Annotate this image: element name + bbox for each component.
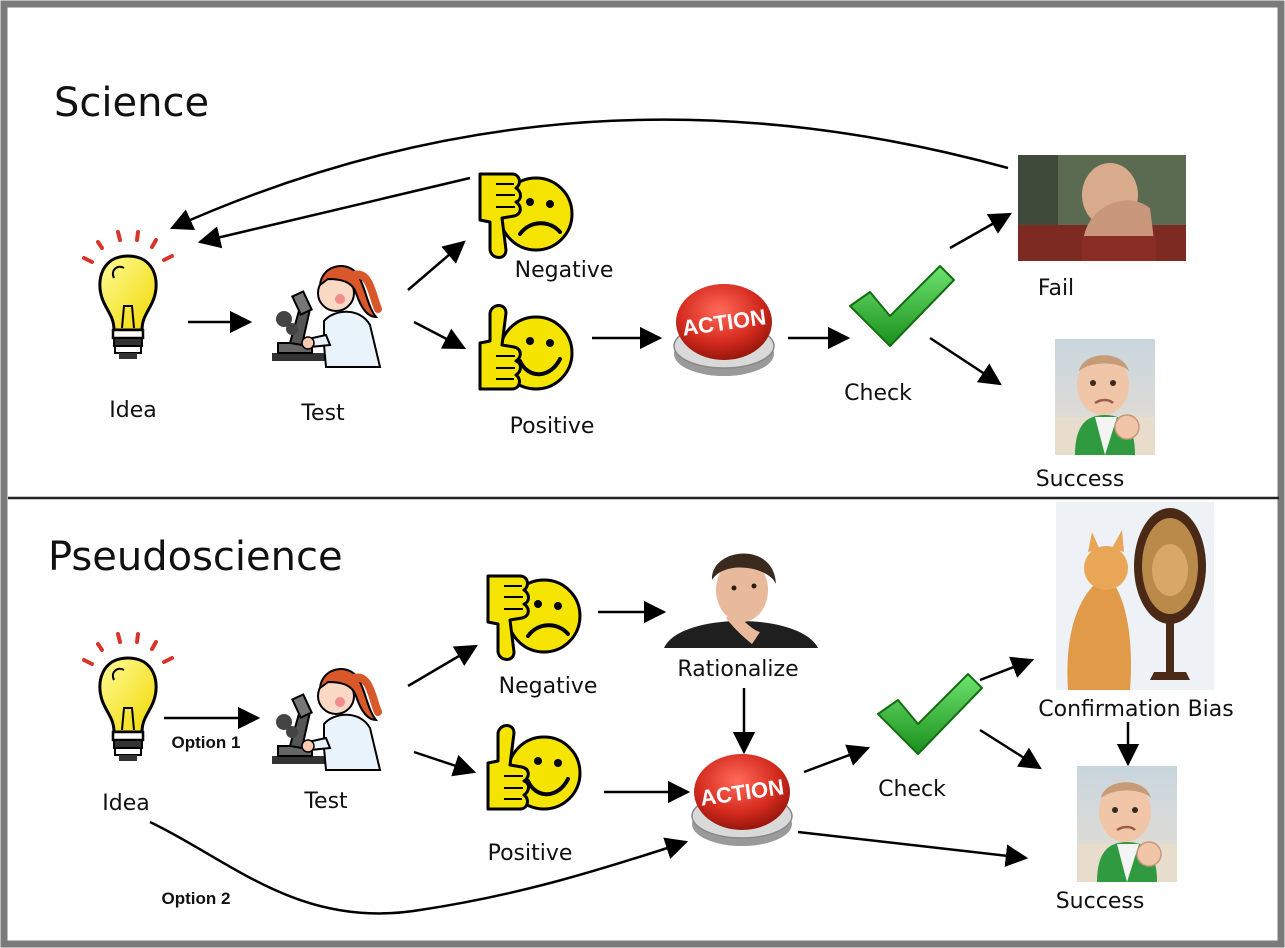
success-kid-photo-2 (1075, 764, 1179, 884)
rationalize-label: Rationalize (677, 657, 798, 682)
cat-mirror-lion-photo (1056, 502, 1214, 690)
pseudo-positive-label: Positive (488, 841, 573, 866)
science-idea-label: Idea (109, 398, 156, 423)
scientist-microscope-icon-2 (272, 669, 380, 770)
scientist-microscope-icon (272, 266, 380, 367)
facepalm-photo (1018, 155, 1186, 261)
pseudo-check-label: Check (878, 777, 946, 802)
option-1-label: Option 1 (172, 733, 241, 752)
science-arrows (169, 118, 1012, 386)
option-2-label: Option 2 (162, 889, 231, 908)
science-test-label: Test (300, 401, 345, 426)
checkmark-icon (849, 265, 955, 347)
lightbulb-icon (82, 230, 174, 361)
pseudoscience-title: Pseudoscience (48, 534, 343, 580)
checkmark-icon-2 (877, 673, 983, 755)
science-negative-label: Negative (515, 258, 614, 283)
lightbulb-icon-2 (82, 632, 174, 763)
science-success-label: Success (1036, 467, 1125, 492)
action-button-icon: ACTION (673, 284, 775, 376)
thinking-man-photo (660, 548, 820, 648)
pseudo-idea-label: Idea (102, 791, 149, 816)
science-positive-label: Positive (510, 414, 595, 439)
science-title: Science (54, 80, 209, 126)
science-fail-label: Fail (1038, 276, 1074, 301)
pseudo-test-label: Test (303, 789, 348, 814)
pseudoscience-arrows (149, 600, 1140, 915)
thumbs-up-smile-icon (478, 303, 574, 391)
pseudo-success-label: Success (1056, 889, 1145, 914)
action-button-icon-2: ACTION (691, 754, 793, 846)
thumbs-down-sad-icon (478, 172, 574, 260)
thumbs-up-smile-icon-2 (486, 723, 582, 811)
science-check-label: Check (844, 381, 912, 406)
confirmation-bias-label: Confirmation Bias (1038, 697, 1233, 722)
success-kid-photo (1053, 337, 1157, 457)
pseudo-negative-label: Negative (499, 674, 598, 699)
thumbs-down-sad-icon-2 (486, 574, 582, 662)
